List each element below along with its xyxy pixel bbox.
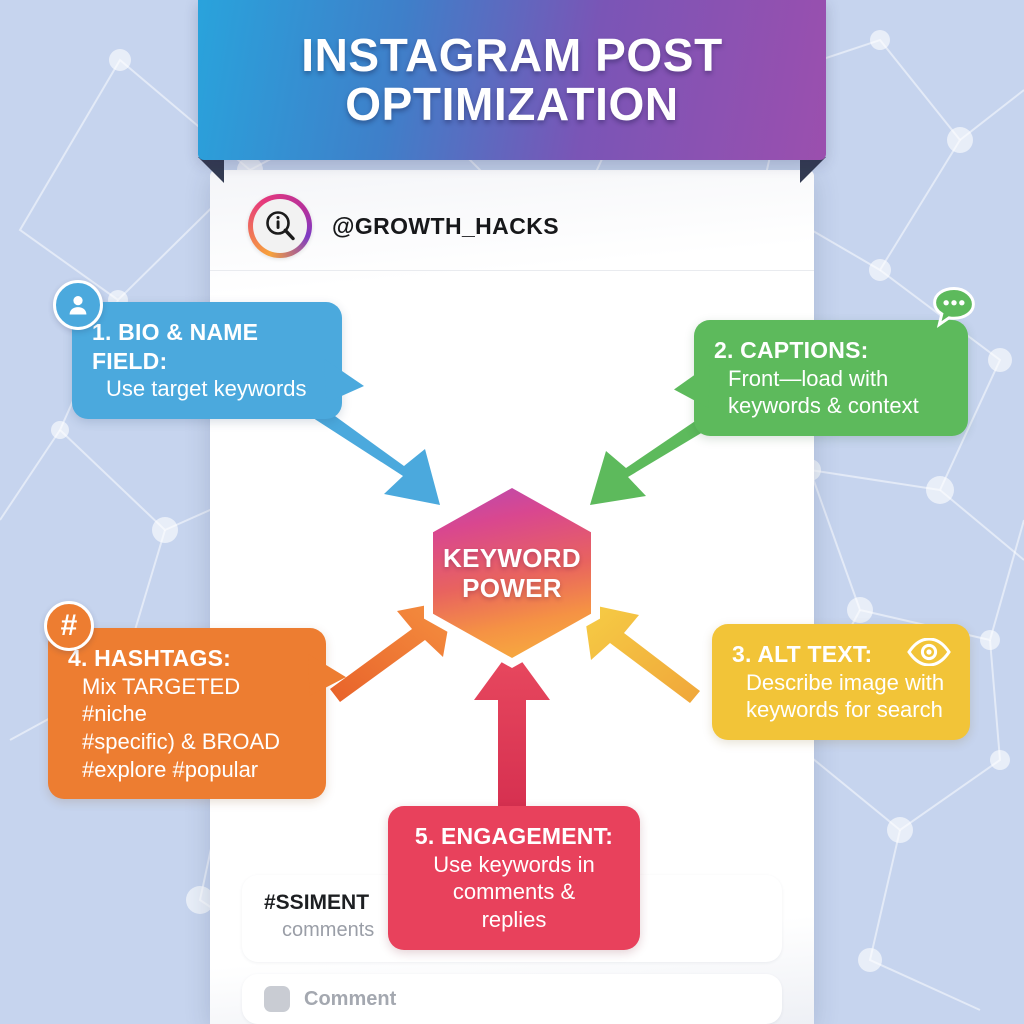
comment-subtitle: comments	[282, 919, 375, 941]
callout-title: 4. HASHTAGS:	[68, 645, 231, 671]
callout-body-line: Mix TARGETED #niche	[82, 673, 241, 727]
arrow-alttext-to-center	[583, 603, 700, 703]
card-divider	[210, 270, 814, 271]
person-glyph	[69, 296, 87, 315]
magnifier-info-icon	[266, 211, 295, 241]
callout-captions[interactable]: 2. CAPTIONS: Front—load with keywords & …	[674, 320, 968, 436]
center-node: KEYWORD POWER	[424, 478, 600, 668]
callout-body-line: #explore #popular	[82, 756, 259, 782]
page-title-line2: OPTIMIZATION	[345, 78, 679, 130]
callout-body-line: #specific) & BROAD	[82, 728, 281, 754]
callout-body-line: Front—load with	[728, 365, 889, 391]
header-ribbon-wrap: INSTAGRAM POST OPTIMIZATION	[0, 0, 1024, 175]
callout-body-line: replies	[481, 906, 547, 932]
arrow-captions-to-center	[590, 411, 718, 505]
callout-alt-text[interactable]: 3. ALT TEXT: Describe image with keyword…	[712, 624, 970, 740]
comment-avatar-placeholder	[264, 986, 290, 1012]
page-title-line1: INSTAGRAM POST	[301, 29, 723, 82]
callout-body-line: Describe image with	[746, 669, 945, 695]
chat-bubble-icon	[930, 283, 978, 331]
callout-engagement[interactable]: 5. ENGAGEMENT: Use keywords in comments …	[388, 806, 640, 950]
callout-hashtags[interactable]: 4. HASHTAGS: Mix TARGETED #niche #specif…	[48, 628, 346, 800]
chat-bubble-glyph	[933, 287, 975, 328]
callout-body-line: Use target keywords	[106, 376, 307, 402]
callout-body-line: Use keywords in	[433, 851, 595, 877]
hashtag-glyph: #	[60, 609, 78, 642]
comment-card-secondary[interactable]: Comment	[242, 974, 782, 1024]
eye-icon	[907, 638, 951, 666]
callout-body-line: keywords & context	[728, 393, 919, 419]
arrow-bio-to-center	[310, 403, 440, 505]
callout-title: 3. ALT TEXT:	[732, 641, 873, 667]
callout-body-line: keywords for search	[746, 697, 943, 723]
profile-handle: @GROWTH_HACKS	[332, 212, 559, 239]
callout-title: 1. BIO & NAME FIELD:	[92, 319, 259, 374]
person-icon	[53, 280, 103, 330]
arrow-hashtags-to-center	[330, 600, 453, 702]
center-label-line2: POWER	[462, 573, 562, 603]
avatar[interactable]	[248, 194, 312, 258]
callout-bio-name-field[interactable]: 1. BIO & NAME FIELD: Use target keywords	[72, 302, 364, 419]
callout-title: 2. CAPTIONS:	[714, 337, 869, 363]
callout-title: 5. ENGAGEMENT:	[414, 823, 614, 849]
comment-hashtag: #SSIMENT	[264, 891, 370, 914]
page-title: INSTAGRAM POST OPTIMIZATION	[301, 31, 723, 129]
header-ribbon: INSTAGRAM POST OPTIMIZATION	[198, 0, 826, 160]
hashtag-icon: #	[44, 601, 94, 651]
arrow-engagement-to-center	[474, 648, 550, 810]
comment-label: Comment	[304, 987, 397, 1010]
center-label-line1: KEYWORD	[443, 542, 581, 573]
profile-row: @GROWTH_HACKS	[248, 194, 559, 258]
avatar-inner	[253, 199, 307, 253]
callout-body-line: comments &	[452, 879, 576, 905]
